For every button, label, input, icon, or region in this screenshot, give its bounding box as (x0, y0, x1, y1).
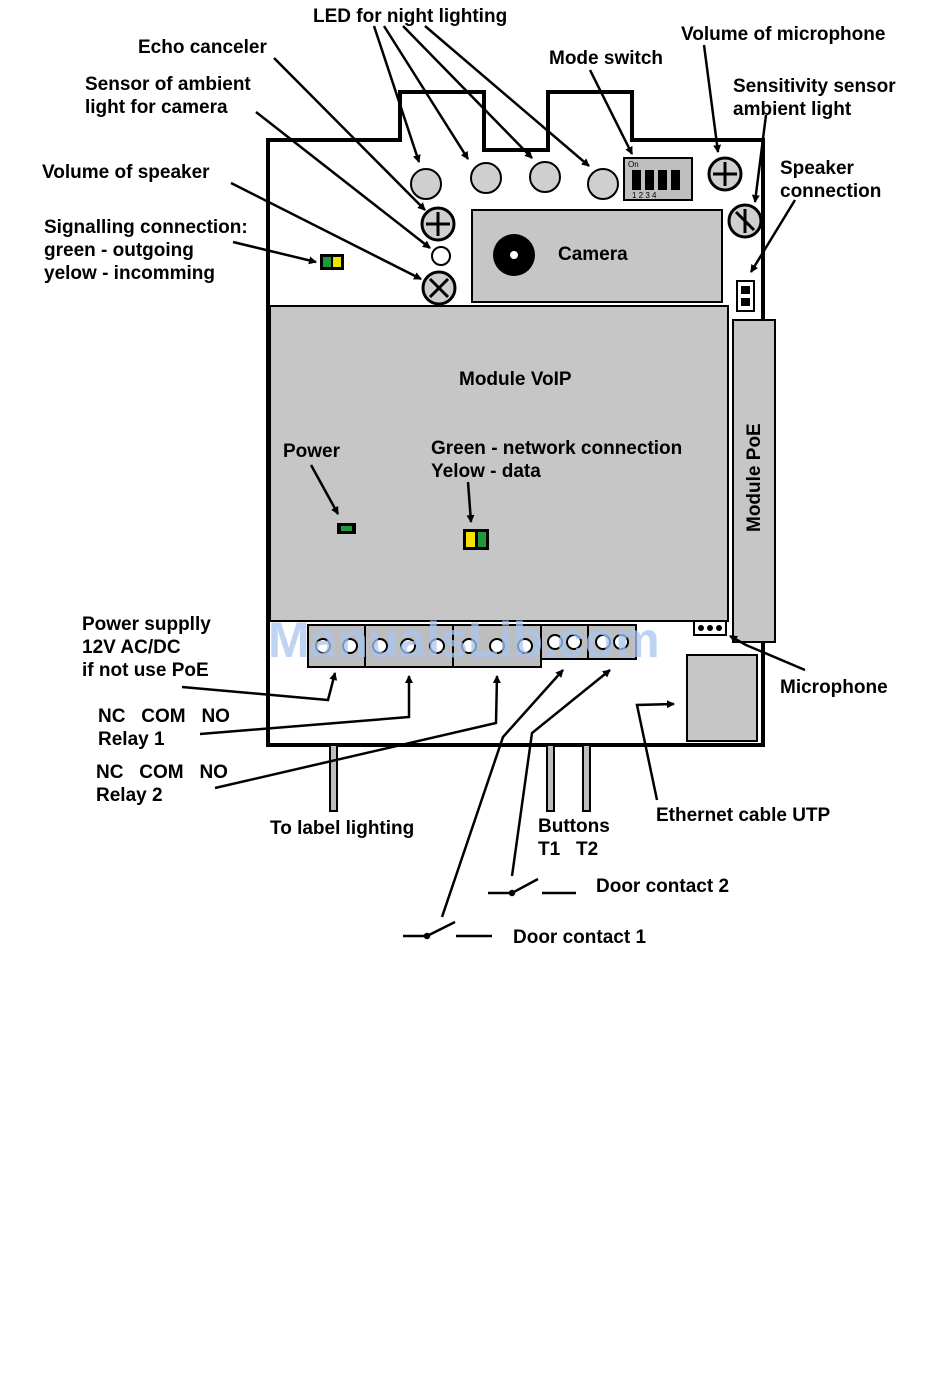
led-night-label: LED for night lighting (313, 6, 507, 27)
buttons-t1t2-label: T1 T2 (538, 839, 598, 860)
signalling-label-3: yelow - incomming (44, 263, 215, 284)
dip-on-label: On (628, 160, 639, 169)
relay2-label: Relay 2 (96, 785, 163, 806)
callout-labels: LED for night lighting Echo canceler Sen… (42, 6, 896, 948)
mic-volume-pot (707, 156, 743, 192)
potentiometers[interactable] (420, 156, 763, 306)
relay1-pins-label: NC COM NO (98, 706, 230, 727)
poe-module: Module PoE (732, 319, 776, 643)
terminal-screws (315, 634, 629, 654)
speaker-volume-pot (421, 270, 457, 306)
sensitivity-pot (727, 203, 763, 239)
buttons-label: Buttons (538, 816, 610, 837)
power-supply-label-1: Power supplly (82, 614, 211, 635)
ethernet-label: Ethernet cable UTP (656, 805, 831, 826)
ambient-sensor-label-1: Sensor of ambient (85, 74, 251, 95)
module-poe-label: Module PoE (744, 423, 765, 532)
night-led (470, 162, 502, 194)
echo-canceler-label: Echo canceler (138, 37, 267, 58)
microphone-label: Microphone (780, 677, 888, 698)
camera-module: Camera (471, 209, 723, 303)
module-voip-label: Module VoIP (459, 369, 572, 390)
label-lighting-label: To label lighting (270, 818, 414, 839)
relay1-label: Relay 1 (98, 729, 165, 750)
door-contact-2-label: Door contact 2 (596, 876, 729, 897)
night-led (587, 168, 619, 200)
button-t2-pin (582, 744, 591, 812)
echo-canceler-pot (420, 206, 456, 242)
ambient-light-sensor (431, 246, 451, 266)
sensitivity-label-2: ambient light (733, 99, 852, 120)
network-led-label: Green - network connection (431, 438, 682, 459)
power-supply-label-2: 12V AC/DC (82, 637, 181, 658)
power-supply-label-3: if not use PoE (82, 660, 209, 681)
night-led (529, 161, 561, 193)
mic-volume-label: Volume of microphone (681, 24, 885, 45)
mode-switch-label: Mode switch (549, 48, 663, 69)
camera-label: Camera (558, 244, 628, 265)
watermark: ManualsLib.com (268, 612, 660, 668)
relay2-pins-label: NC COM NO (96, 762, 228, 783)
speaker-connector (736, 280, 755, 312)
mode-switch[interactable]: On 1 2 3 4 (623, 157, 693, 201)
voip-module: Module VoIP Power Green - network connec… (269, 305, 729, 622)
label-lighting-pin (329, 744, 338, 812)
night-led (410, 168, 442, 200)
button-t1-pin (546, 744, 555, 812)
door-contact-1-label: Door contact 1 (513, 927, 646, 948)
data-led-label: Yelow - data (431, 461, 541, 482)
ethernet-jack (686, 654, 758, 742)
network-led (463, 529, 489, 550)
door-contact-switches (403, 877, 576, 940)
sensitivity-label-1: Sensitivity sensor (733, 76, 896, 97)
signalling-label-2: green - outgoing (44, 240, 194, 261)
speaker-connection-label-2: connection (780, 181, 881, 202)
signalling-label-1: Signalling connection: (44, 217, 248, 238)
signalling-led (320, 254, 344, 270)
leader-lines (181, 25, 806, 918)
speaker-volume-label: Volume of speaker (42, 162, 210, 183)
power-label: Power (283, 441, 341, 462)
speaker-connection-label-1: Speaker (780, 158, 855, 179)
microphone-connector (693, 620, 727, 636)
ambient-sensor-label-2: light for camera (85, 97, 228, 118)
dip-numbers: 1 2 3 4 (632, 191, 657, 200)
wire-pins (329, 744, 591, 812)
night-led-group (410, 161, 619, 200)
